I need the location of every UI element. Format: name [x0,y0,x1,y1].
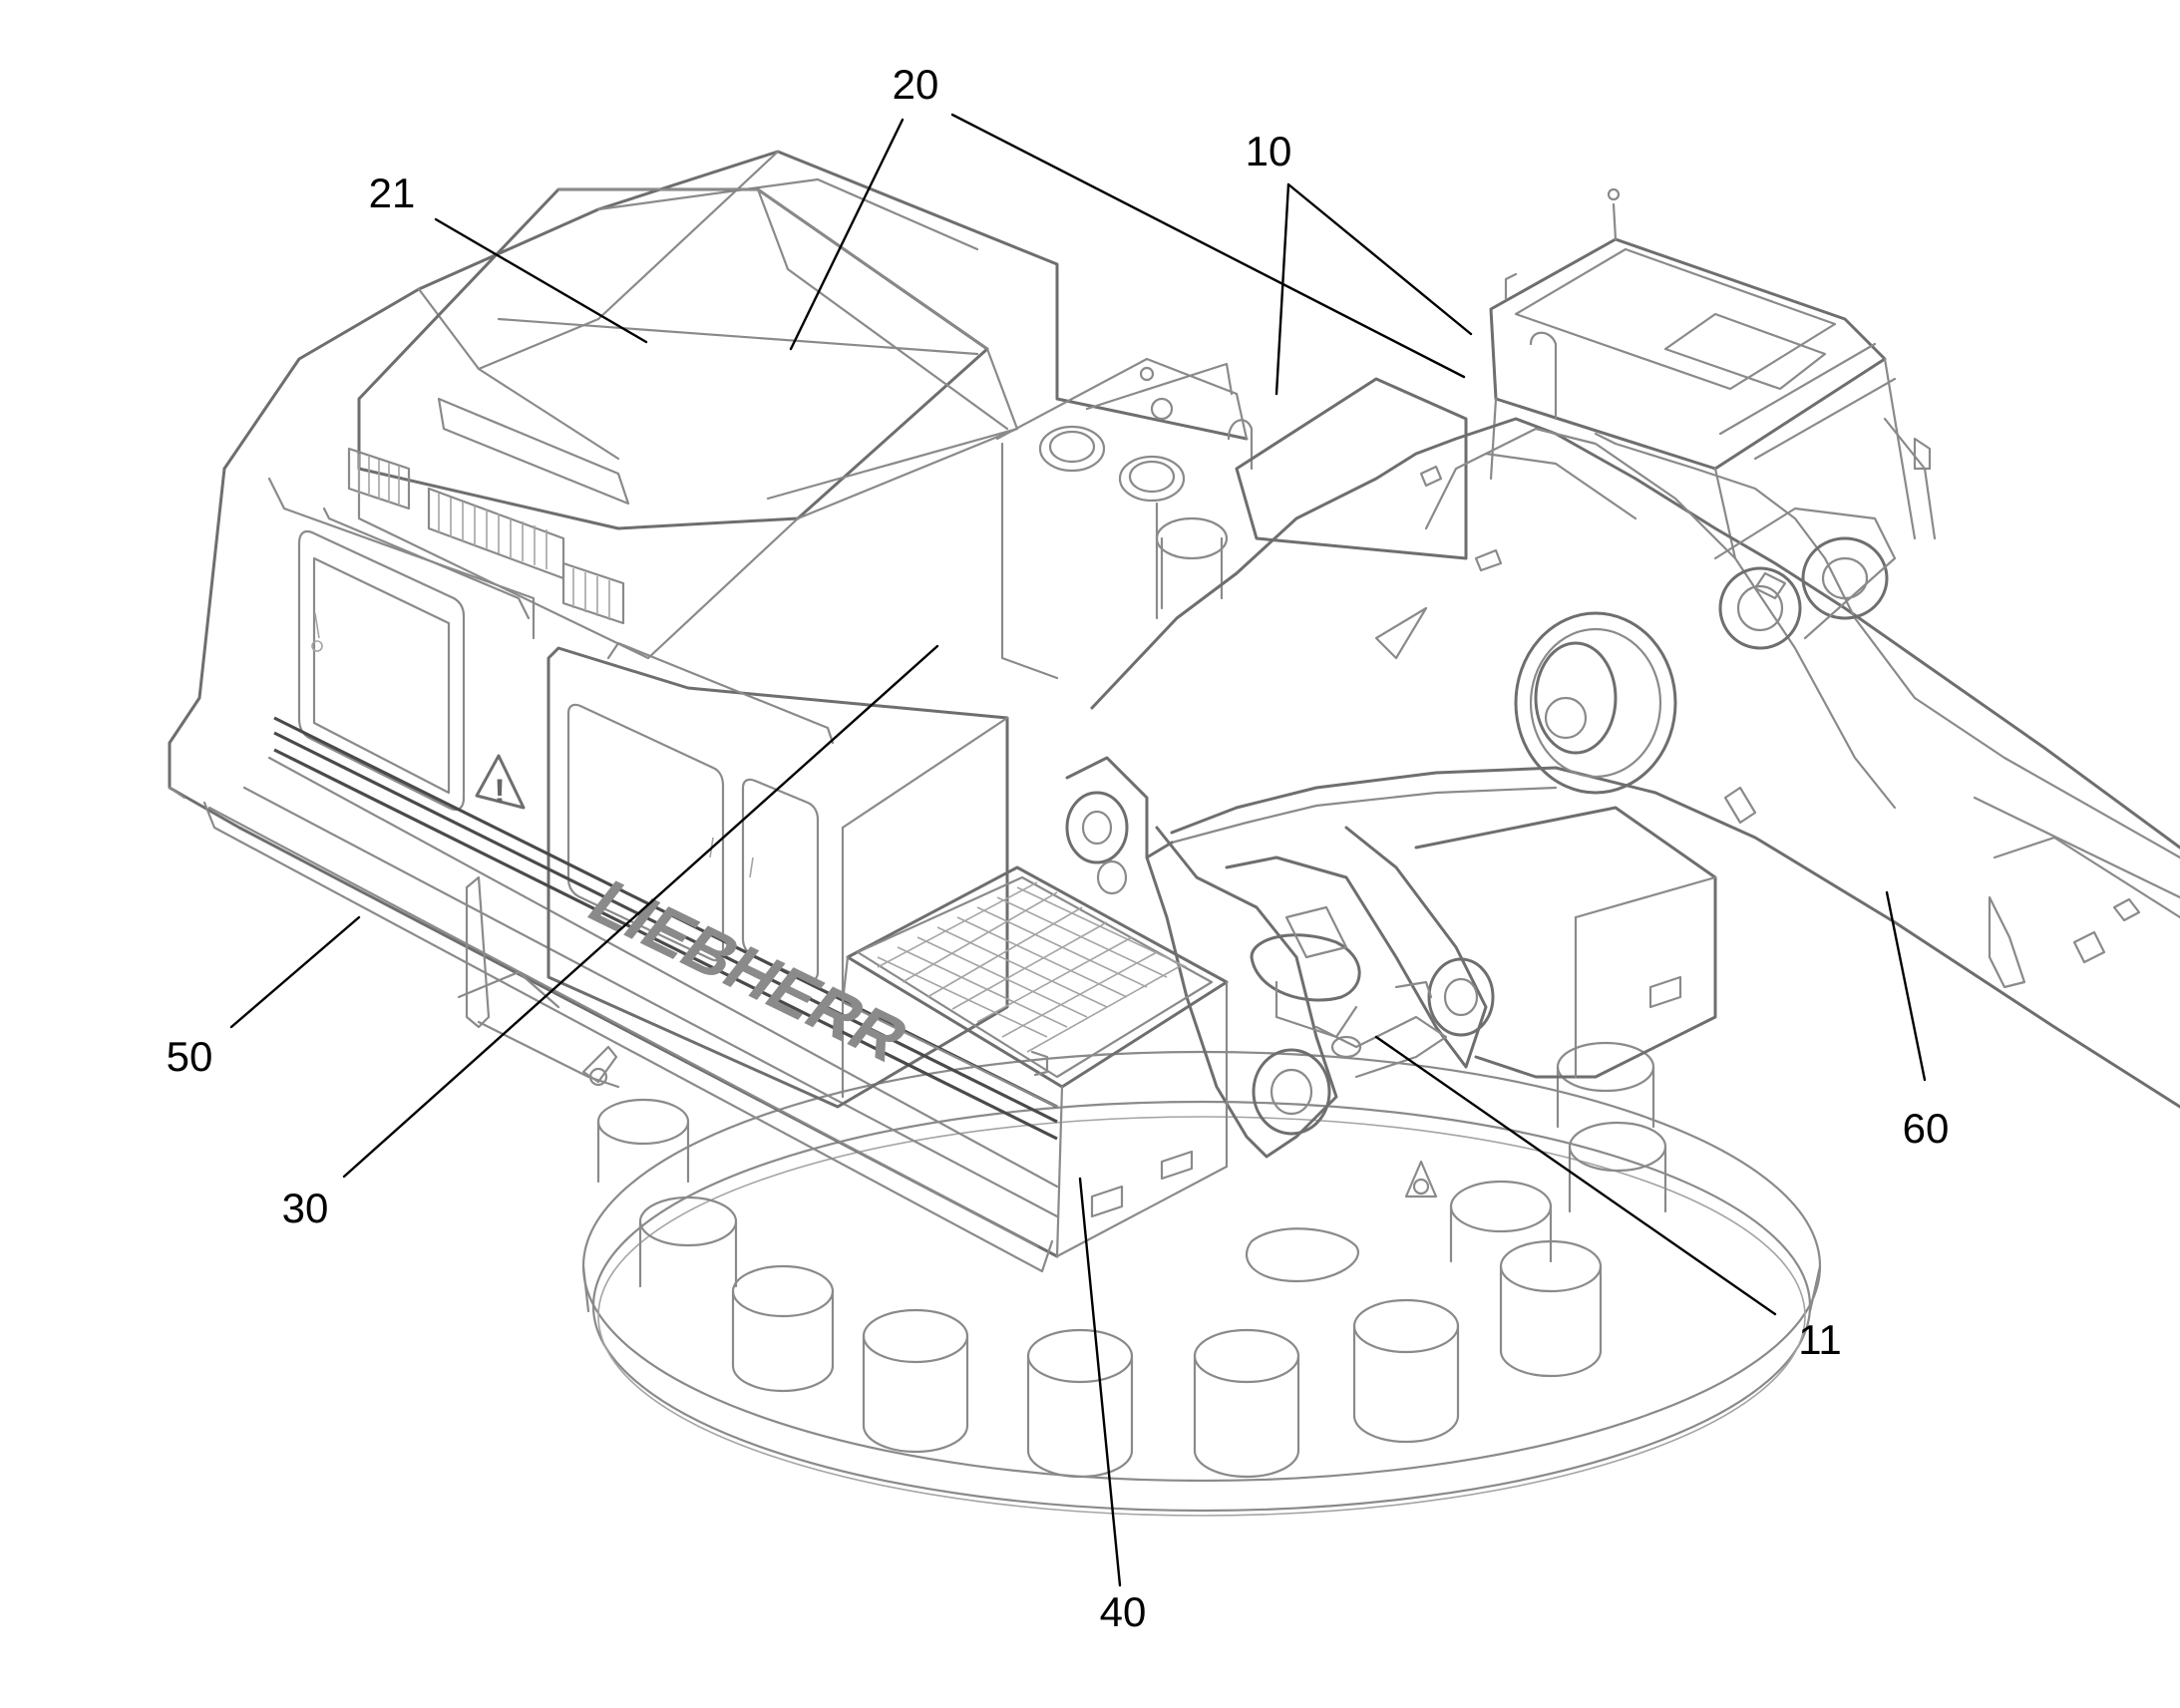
counterweight-discs [596,1041,1667,1479]
disc [596,1098,690,1184]
filter-box [841,865,1229,1258]
leader-10b [1286,182,1473,336]
tank-area [995,357,1468,680]
ref-label-10: 10 [1246,128,1292,174]
ref-label-21: 21 [369,170,416,216]
ref-label-30: 30 [282,1185,329,1231]
engine-hood [357,187,1019,660]
leader-21 [434,217,648,344]
leader-30 [342,644,939,1179]
disc [1568,1121,1667,1213]
reference-labels: 20 10 21 50 30 60 11 40 [167,61,1950,1635]
leader-60 [1885,890,1927,1082]
disc [731,1264,835,1393]
disc [638,1196,738,1288]
warning-symbol: ! [494,773,505,811]
disc [862,1308,969,1454]
leader-20b [950,113,1466,379]
ref-label-50: 50 [167,1033,213,1080]
disc [1499,1239,1603,1378]
ref-label-20: 20 [893,61,939,108]
disc [1026,1328,1134,1479]
ref-label-11: 11 [1798,1316,1842,1363]
leader-40 [1078,1177,1122,1587]
counterweight-block [1414,806,1717,1079]
turntable [581,1050,1822,1517]
leader-20a [789,118,905,351]
disc [1352,1298,1460,1444]
ref-label-60: 60 [1903,1105,1950,1152]
disc [1193,1328,1300,1479]
ref-label-40: 40 [1100,1588,1147,1635]
operator-cab [1489,187,1937,560]
leader-lines [229,113,1927,1587]
leader-11 [1374,1035,1777,1316]
vent-grilles [347,447,625,625]
side-door-left [297,529,466,812]
boom [1065,417,2180,1159]
service-housing [546,641,1009,1109]
leader-10a [1274,182,1290,396]
slewing-drive [1250,905,1448,1079]
superstructure: LIEBHERR ! [168,150,1249,1273]
leader-50 [229,915,361,1029]
warning-triangle: ! [475,754,526,811]
disc [1449,1180,1553,1263]
